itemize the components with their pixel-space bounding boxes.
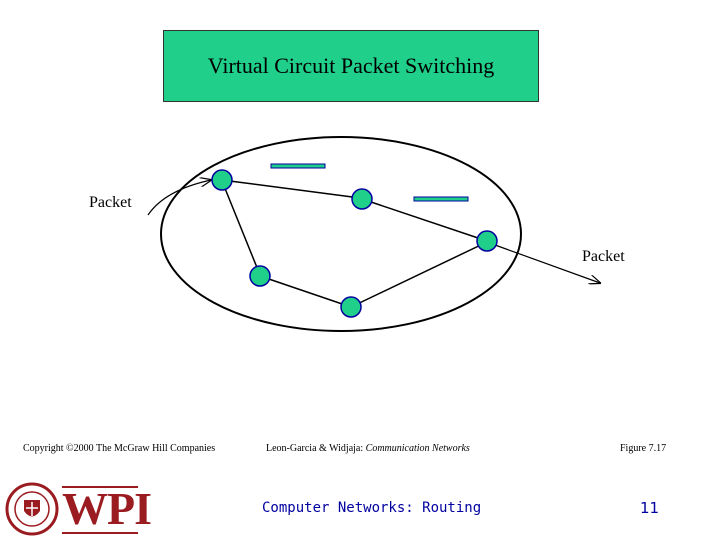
network-ellipse xyxy=(160,136,522,332)
citation-text: Leon-Garcia & Widjaja: Communication Net… xyxy=(266,443,470,454)
wpi-seal-icon xyxy=(5,482,59,536)
switch-node xyxy=(340,296,362,318)
link-e-c xyxy=(350,241,488,308)
link-d-e xyxy=(259,275,352,308)
page-number: 11 xyxy=(640,499,660,517)
switch-node xyxy=(249,265,271,287)
packet-out-label: Packet xyxy=(582,248,625,265)
link-a-b xyxy=(221,179,361,199)
wpi-logo xyxy=(5,480,145,538)
packet-bar xyxy=(413,196,469,202)
course-title: Computer Networks: Routing xyxy=(262,500,482,516)
figure-number: Figure 7.17 xyxy=(620,443,667,454)
logo-rule-top xyxy=(62,486,138,488)
packet-bar xyxy=(270,163,326,169)
switch-node xyxy=(476,230,498,252)
book-title: Communication Networks xyxy=(365,443,470,454)
copyright-text: Copyright ©2000 The McGraw Hill Companie… xyxy=(23,443,216,454)
wpi-logo-text: WPI xyxy=(62,483,152,534)
link-b-c xyxy=(361,198,488,242)
link-a-d xyxy=(221,180,261,276)
switch-node xyxy=(211,169,233,191)
packet-in-arrow xyxy=(147,180,211,216)
switch-node xyxy=(351,188,373,210)
packet-out-arrow xyxy=(494,244,600,283)
slide-title: Virtual Circuit Packet Switching xyxy=(207,53,495,78)
packet-in-label: Packet xyxy=(89,194,132,211)
logo-rule-bottom xyxy=(62,532,138,534)
authors-text: Leon-Garcia & Widjaja: xyxy=(266,443,366,454)
title-box: Virtual Circuit Packet Switching xyxy=(163,30,539,102)
